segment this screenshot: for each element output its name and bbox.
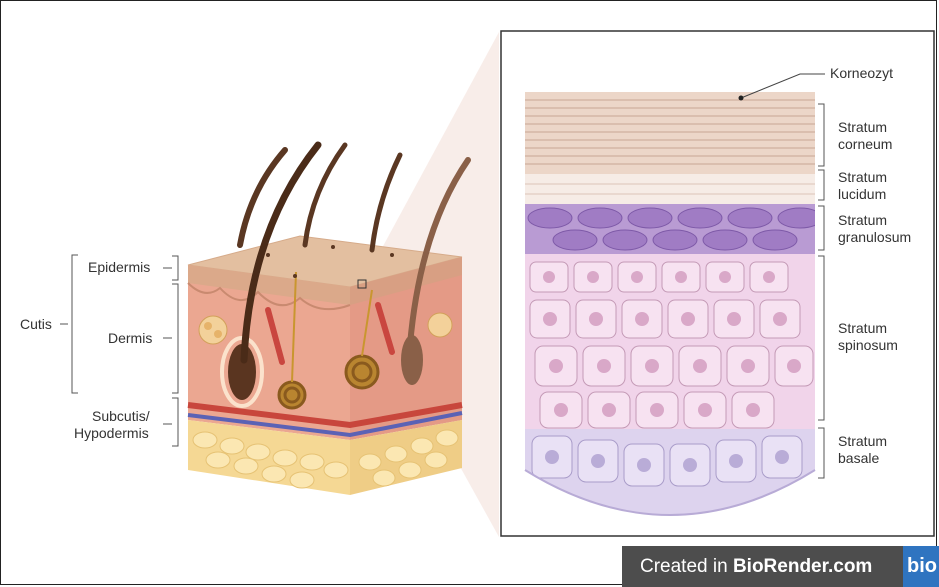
watermark-brand: BioRender.com [733,556,872,577]
epidermis-layers [525,92,822,529]
label-stratum-basale-2: basale [838,450,879,467]
watermark-prefix: Created in [640,556,733,577]
label-stratum-granulosum-1: Stratum [838,212,887,229]
biorender-logo-icon: bio [903,546,939,587]
label-stratum-corneum-2: corneum [838,136,892,153]
cutis-bracket [72,255,78,393]
label-hypodermis: Hypodermis [74,425,149,442]
label-epidermis: Epidermis [88,259,150,276]
label-subcutis: Subcutis/ [92,408,150,425]
stratum-corneum [525,92,815,174]
dermis-bracket [163,284,178,393]
subcutis-bracket [163,398,178,446]
biorender-watermark[interactable]: Created in BioRender.com bio [622,546,939,587]
label-cutis: Cutis [20,316,52,333]
label-dermis: Dermis [108,330,152,347]
label-stratum-lucidum-1: Stratum [838,169,887,186]
label-stratum-basale-1: Stratum [838,433,887,450]
label-stratum-lucidum-2: lucidum [838,186,886,203]
label-korneozyt: Korneozyt [830,65,893,82]
epidermis-tick [163,256,178,280]
stratum-lucidum [525,174,815,204]
label-stratum-spinosum-1: Stratum [838,320,887,337]
label-stratum-spinosum-2: spinosum [838,337,898,354]
label-stratum-granulosum-2: granulosum [838,229,911,246]
label-stratum-corneum-1: Stratum [838,119,887,136]
